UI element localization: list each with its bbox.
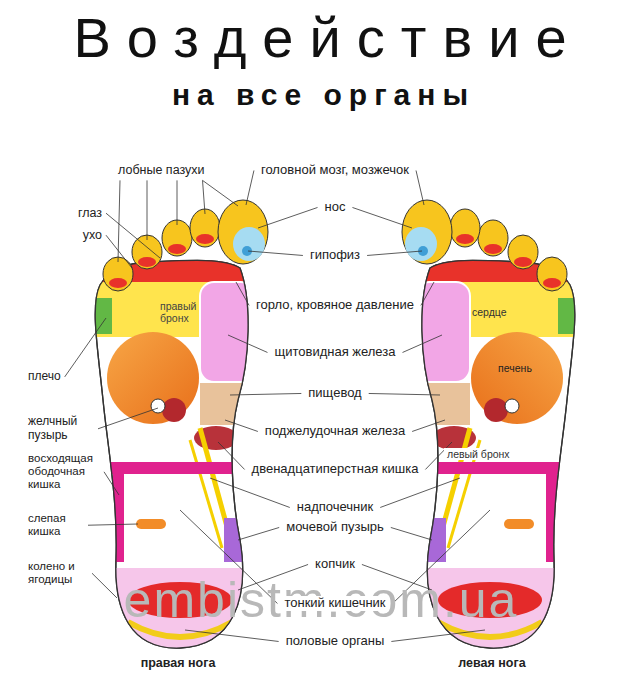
organ-label: поджелудочная железа <box>262 424 408 439</box>
leader-line <box>369 393 440 395</box>
subtitle: на все органы <box>172 78 475 113</box>
leader-line <box>391 527 432 540</box>
organ-label: надпочечник <box>294 500 376 515</box>
leader-line <box>352 207 412 228</box>
organ-label: колено и ягодицы <box>28 560 88 586</box>
organ-label: щитовидная железа <box>271 345 398 360</box>
leader-line <box>258 207 318 228</box>
organ-label: мочевой пузырь <box>283 520 387 535</box>
leader-line <box>203 180 238 206</box>
leader-line <box>98 408 158 429</box>
leader-line <box>147 180 148 240</box>
leader-line <box>230 393 301 395</box>
organ-label: желчный пузырь <box>28 415 94 443</box>
leader-line <box>403 335 442 352</box>
organ-label: слепая кишка <box>28 512 84 538</box>
organ-label: печень <box>498 362 532 374</box>
organ-label: половые органы <box>283 634 388 649</box>
leader-line <box>106 235 132 268</box>
leader-line <box>177 180 178 225</box>
organ-label: глаз <box>78 206 102 220</box>
organ-label: двенадцатиперстная кишка <box>249 462 422 477</box>
organ-label: нос <box>322 200 349 215</box>
leader-line <box>225 420 258 431</box>
organ-label: сердце <box>472 306 507 318</box>
organ-label: головной мозг, мозжечок <box>258 163 412 178</box>
leader-line <box>367 251 422 255</box>
organ-label: гипофиз <box>307 248 363 263</box>
organ-label: плечо <box>28 370 61 384</box>
leader-line <box>210 478 290 507</box>
leader-line <box>236 282 249 305</box>
leader-line <box>185 630 279 641</box>
leader-line <box>65 318 106 377</box>
leader-line <box>203 180 205 214</box>
organ-label: ухо <box>83 228 102 242</box>
title: Воздействие <box>73 6 582 70</box>
organ-label: правая нога <box>141 656 216 670</box>
organ-label: пищевод <box>305 386 364 401</box>
organ-label: восходящая ободочная кишка <box>28 452 100 492</box>
leader-line <box>92 573 117 598</box>
organ-label: левый бронх <box>444 448 513 460</box>
leader-line <box>104 472 119 495</box>
organ-label: копчик <box>312 557 358 572</box>
leader-line <box>88 524 138 525</box>
leader-line <box>412 420 445 431</box>
leader-line <box>238 527 279 540</box>
leader-line <box>391 630 485 641</box>
leader-line <box>416 170 424 205</box>
organ-label: правый бронх <box>160 300 210 324</box>
leader-line <box>248 251 303 255</box>
organ-label: левая нога <box>458 656 525 670</box>
leader-line <box>421 282 434 305</box>
organ-label: горло, кровяное давление <box>253 298 417 313</box>
leader-line <box>118 180 120 262</box>
leader-line <box>246 170 254 205</box>
leader-line <box>380 478 460 507</box>
leader-line <box>106 213 160 258</box>
organ-label: лобные пазухи <box>118 163 205 177</box>
leader-line <box>218 442 245 469</box>
leader-line <box>228 335 267 352</box>
organ-label: тонкий кишечник <box>281 596 388 611</box>
